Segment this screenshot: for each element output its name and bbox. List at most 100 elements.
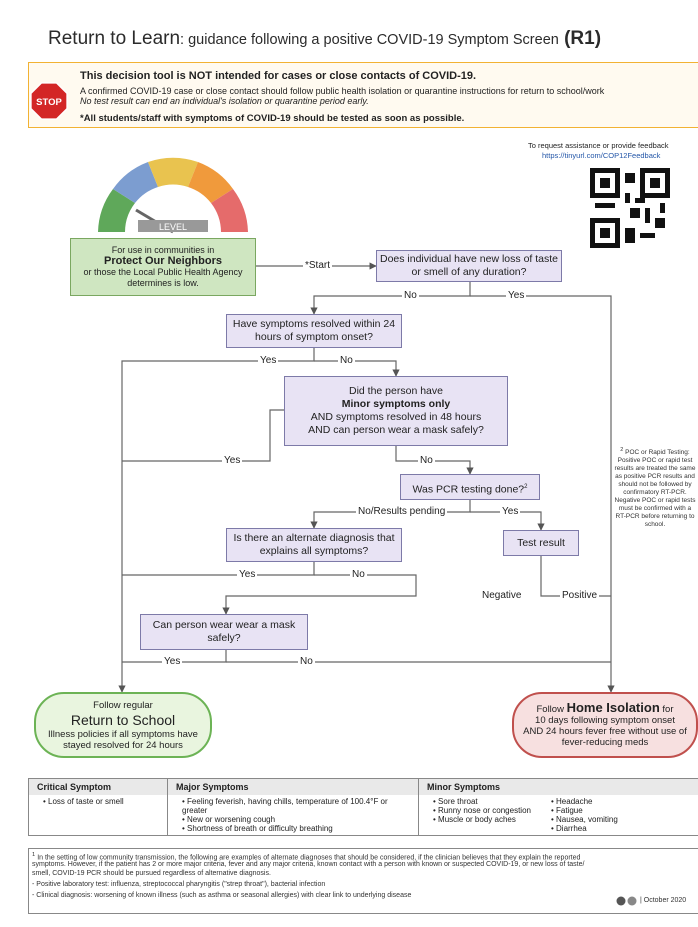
stop-sign-icon: STOP: [30, 82, 68, 120]
note-text: POC or Rapid Testing: Positive POC or ra…: [614, 449, 696, 529]
home-bold: Home Isolation: [566, 700, 660, 715]
protect-line-3: or those the Local Public Health Agency …: [83, 267, 243, 288]
footnote-line-4: - Positive laboratory test: influenza, s…: [32, 881, 326, 888]
minor-item: • Fatigue: [550, 806, 583, 815]
major-item: • Feeling feverish, having chills, tempe…: [182, 797, 388, 815]
minor-item: • Sore throat: [433, 797, 478, 806]
question-taste-smell: Does individual have new loss of taste o…: [376, 250, 562, 282]
minor-item-a2: Muscle or body aches: [438, 815, 516, 824]
qr-code-icon: [590, 168, 670, 248]
symptoms-table: Critical Symptom • Loss of taste or smel…: [28, 778, 698, 836]
question-test-result: Test result: [503, 530, 579, 556]
critical-item-0: Loss of taste or smell: [48, 797, 124, 806]
minor-item: • Runny nose or congestion: [433, 806, 531, 815]
start-label: *Start: [303, 260, 333, 271]
home-line-1: Follow Home Isolation for: [514, 700, 696, 715]
major-item-2: Shortness of breath or difficulty breath…: [187, 824, 333, 833]
school-line-2: Return to School: [70, 711, 176, 728]
q1-no-label: No: [402, 290, 419, 301]
dial-segment-red: [211, 189, 248, 232]
q2-no-label: No: [338, 355, 355, 366]
major-title: Major Symptoms: [168, 779, 418, 795]
minor-item: • Diarrhea: [550, 824, 587, 833]
dial-segment-orange: [188, 162, 233, 203]
q4-text: Was PCR testing done?: [412, 483, 525, 496]
question-pcr-testing: Was PCR testing done?2: [400, 474, 540, 500]
dial-segment-yellow: [148, 157, 198, 187]
question-minor-symptoms: Did the person have Minor symptoms only …: [284, 376, 508, 446]
q4-sup: 2: [524, 484, 528, 490]
agency-logo-icon: [616, 896, 637, 906]
minor-item-b2: Nausea, vomiting: [556, 815, 618, 824]
major-item: • Shortness of breath or difficulty brea…: [182, 824, 333, 833]
poc-rapid-testing-note: 2 POC or Rapid Testing: Positive POC or …: [614, 446, 696, 529]
q3-line-b: Minor symptoms only: [341, 398, 451, 410]
q3-no-label: No: [418, 455, 435, 466]
q1-yes-label: Yes: [506, 290, 527, 301]
home-pre: Follow: [536, 704, 564, 715]
major-item: • New or worsening cough: [182, 815, 276, 824]
warning-line-1: This decision tool is NOT intended for c…: [80, 70, 477, 82]
home-line-3: AND 24 hours fever free without use of f…: [523, 726, 687, 748]
school-line-3: Illness policies if all symptoms have st…: [48, 728, 198, 751]
minor-item-b3: Diarrhea: [556, 824, 587, 833]
positive-label: Positive: [560, 590, 600, 601]
question-alternate-diagnosis: Is there an alternate diagnosis that exp…: [226, 528, 402, 562]
q3-line-d: AND can person wear a mask safely?: [308, 424, 484, 436]
dial-segment-blue: [113, 162, 158, 203]
home-line-2: 10 days following symptom onset: [535, 715, 675, 726]
q4-no-pending-label: No/Results pending: [356, 506, 448, 517]
stop-text: STOP: [36, 97, 62, 108]
major-item-1: New or worsening cough: [187, 815, 276, 824]
footnote-line-1: 1 In the setting of low community transm…: [32, 852, 580, 861]
minor-item-b1: Fatigue: [556, 806, 583, 815]
dial-segment-green: [98, 189, 135, 232]
title-sub: : guidance following a positive COVID-19…: [180, 32, 559, 48]
minor-item: • Muscle or body aches: [433, 815, 516, 824]
q3-yes-label: Yes: [222, 455, 243, 466]
minor-item-a1: Runny nose or congestion: [438, 806, 531, 815]
warning-banner: [28, 62, 698, 128]
outcome-return-to-school: Follow regular Return to School Illness …: [34, 692, 212, 758]
footnote-text-1: In the setting of low community transmis…: [37, 854, 581, 862]
q7-no-label: No: [298, 656, 315, 667]
feedback-text: To request assistance or provide feedbac…: [528, 141, 669, 150]
warning-line-4: *All students/staff with symptoms of COV…: [80, 113, 465, 124]
warning-line-3: No test result can end an individual's i…: [80, 96, 369, 106]
critical-title: Critical Symptom: [29, 779, 167, 795]
q3-line-c: AND symptoms resolved in 48 hours: [310, 411, 482, 423]
q3-line-a: Did the person have: [349, 385, 443, 397]
minor-item: • Nausea, vomiting: [550, 815, 618, 824]
outcome-home-isolation: Follow Home Isolation for 10 days follow…: [512, 692, 698, 758]
question-mask-safely: Can person wear wear a mask safely?: [140, 614, 308, 650]
negative-label: Negative: [480, 590, 524, 601]
page-title: Return to Learn: guidance following a po…: [48, 28, 601, 50]
minor-title: Minor Symptoms: [419, 779, 698, 795]
minor-item: • Headache: [550, 797, 593, 806]
protect-line-2: Protect Our Neighbors: [104, 255, 222, 267]
protect-neighbors-box: For use in communities in Protect Our Ne…: [70, 238, 256, 296]
minor-item-a0: Sore throat: [438, 797, 478, 806]
title-main: Return to Learn: [48, 28, 181, 49]
footnotes-box: [28, 848, 698, 914]
q7-yes-label: Yes: [162, 656, 183, 667]
footnote-line-5: - Clinical diagnosis: worsening of known…: [32, 892, 412, 899]
minor-symptoms-cell: Minor Symptoms • Sore throat • Runny nos…: [418, 778, 698, 836]
critical-item: • Loss of taste or smell: [43, 797, 124, 806]
major-symptoms-cell: Major Symptoms • Feeling feverish, havin…: [167, 778, 419, 836]
q2-yes-label: Yes: [258, 355, 279, 366]
note-sup: 2: [620, 447, 624, 453]
protect-line-1: For use in communities in: [111, 245, 215, 255]
home-post: for: [662, 704, 674, 715]
footnote-line-3: smell, COVID-19 PCR should be pursued re…: [32, 870, 271, 877]
minor-item-b0: Headache: [556, 797, 593, 806]
feedback-link[interactable]: https://tinyurl.com/COP12Feedback: [542, 151, 661, 160]
footer-date: | October 2020: [640, 897, 687, 904]
question-symptoms-24h: Have symptoms resolved within 24 hours o…: [226, 314, 402, 348]
major-item-0: Feeling feverish, having chills, tempera…: [182, 797, 388, 815]
warning-line-2: A confirmed COVID-19 case or close conta…: [80, 86, 605, 96]
q4-yes-label: Yes: [500, 506, 521, 517]
dial-gauge-icon: LEVEL: [98, 157, 248, 234]
footnote-sup: 1: [32, 852, 36, 858]
dial-label: LEVEL: [159, 222, 187, 232]
